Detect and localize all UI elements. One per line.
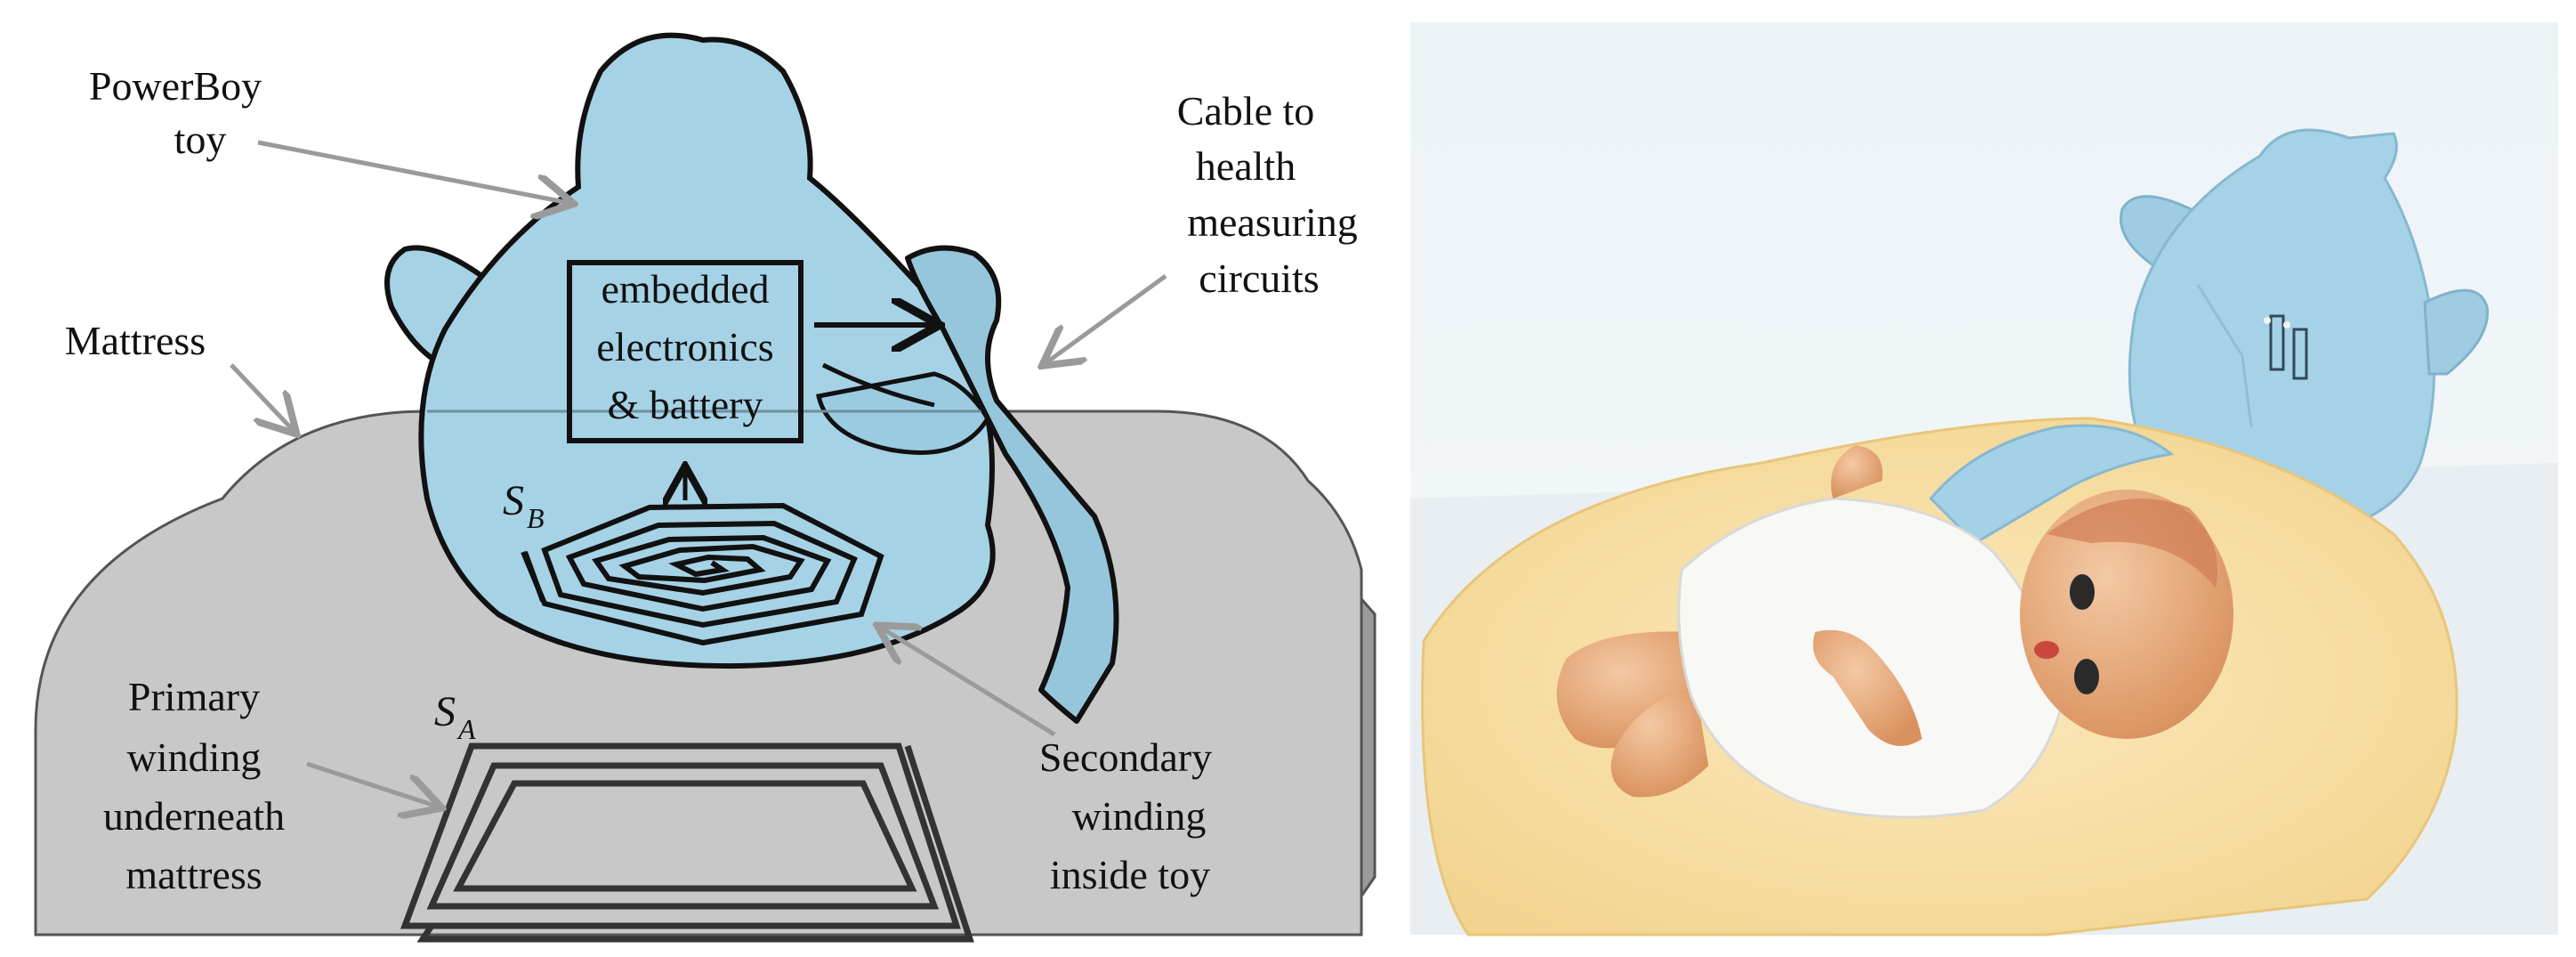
- label-mattress: Mattress: [65, 318, 206, 363]
- diagram-panel: S A embedded electronics & battery: [36, 36, 1375, 939]
- label-primary-line3: underneath: [103, 793, 285, 839]
- symbol-sa: S: [434, 688, 456, 735]
- symbol-sa-subscript: A: [456, 713, 476, 745]
- label-powerboy-line2: toy: [174, 117, 227, 162]
- label-secondary-line2: winding: [1072, 793, 1207, 839]
- label-primary-line4: mattress: [125, 852, 262, 897]
- symbol-sb: S: [503, 477, 524, 524]
- electronics-label-line3: & battery: [608, 382, 763, 427]
- powerboy-callout-arrow: [258, 142, 569, 203]
- label-cable-line2: health: [1196, 143, 1296, 189]
- cable-callout-arrow: [1046, 276, 1166, 363]
- label-cable-line1: Cable to: [1177, 88, 1315, 134]
- label-secondary-line3: inside toy: [1050, 852, 1210, 897]
- electronics-label-line2: electronics: [596, 324, 773, 369]
- label-cable-line4: circuits: [1199, 255, 1319, 301]
- mattress-callout-arrow: [231, 365, 294, 431]
- label-primary-line2: winding: [127, 734, 262, 780]
- electronics-label-line1: embedded: [601, 266, 769, 312]
- label-cable-line3: measuring: [1187, 199, 1358, 245]
- label-powerboy-line1: PowerBoy: [89, 63, 262, 109]
- photo-panel: [1410, 22, 2558, 935]
- label-primary-line1: Primary: [128, 674, 260, 719]
- symbol-sb-subscript: B: [527, 502, 545, 534]
- label-secondary-line1: Secondary: [1039, 734, 1212, 780]
